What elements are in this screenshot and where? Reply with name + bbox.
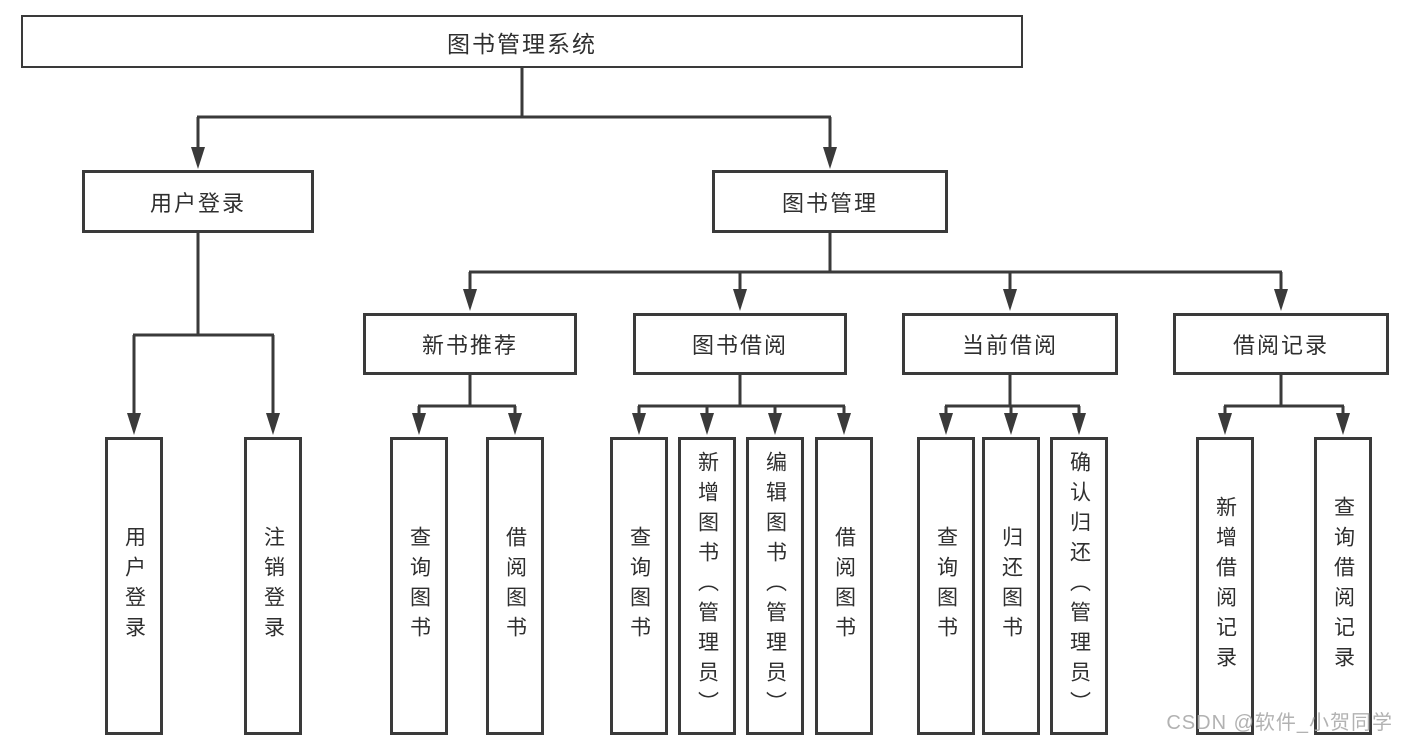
leaf-edit-books-admin: 编辑图书（管理员） bbox=[746, 437, 804, 735]
arrowhead bbox=[463, 289, 477, 311]
leaf-label: 编辑图书（管理员） bbox=[763, 451, 787, 721]
leaf-label: 借阅图书 bbox=[832, 526, 856, 646]
node-user-login: 用户登录 bbox=[82, 170, 314, 233]
leaf-add-books-admin: 新增图书（管理员） bbox=[678, 437, 736, 735]
arrowhead bbox=[1003, 289, 1017, 311]
leaf-label: 用户登录 bbox=[122, 526, 146, 646]
node-new-book-recommend: 新书推荐 bbox=[363, 313, 577, 375]
arrowhead bbox=[939, 413, 953, 435]
node-borrowing-records: 借阅记录 bbox=[1173, 313, 1389, 375]
leaf-query-books-recommend: 查询图书 bbox=[390, 437, 448, 735]
arrowhead bbox=[1336, 413, 1350, 435]
leaf-return-books: 归还图书 bbox=[982, 437, 1040, 735]
arrowhead bbox=[632, 413, 646, 435]
leaf-label: 借阅图书 bbox=[503, 526, 527, 646]
arrowhead bbox=[191, 147, 205, 169]
leaf-query-borrow-record: 查询借阅记录 bbox=[1314, 437, 1372, 735]
arrowhead bbox=[768, 413, 782, 435]
leaf-label: 确认归还（管理员） bbox=[1067, 451, 1091, 721]
arrowhead bbox=[1004, 413, 1018, 435]
leaf-query-books-current: 查询图书 bbox=[917, 437, 975, 735]
leaf-user-login: 用户登录 bbox=[105, 437, 163, 735]
arrowhead bbox=[733, 289, 747, 311]
leaf-add-borrow-record: 新增借阅记录 bbox=[1196, 437, 1254, 735]
arrowhead bbox=[266, 413, 280, 435]
arrowhead bbox=[508, 413, 522, 435]
arrowhead bbox=[823, 147, 837, 169]
arrowhead bbox=[1218, 413, 1232, 435]
leaf-label: 新增借阅记录 bbox=[1213, 496, 1237, 676]
csdn-watermark: CSDN @软件_小贺同学 bbox=[1166, 712, 1393, 734]
node-book-management: 图书管理 bbox=[712, 170, 948, 233]
arrowhead bbox=[1274, 289, 1288, 311]
arrowhead bbox=[127, 413, 141, 435]
arrowhead bbox=[1072, 413, 1086, 435]
leaf-label: 注销登录 bbox=[261, 526, 285, 646]
leaf-confirm-return-admin: 确认归还（管理员） bbox=[1050, 437, 1108, 735]
leaf-borrow-books: 借阅图书 bbox=[815, 437, 873, 735]
leaf-label: 查询图书 bbox=[627, 526, 651, 646]
leaf-label: 归还图书 bbox=[999, 526, 1023, 646]
leaf-label: 新增图书（管理员） bbox=[695, 451, 719, 721]
leaf-label: 查询图书 bbox=[934, 526, 958, 646]
node-root: 图书管理系统 bbox=[21, 15, 1023, 68]
arrowhead bbox=[700, 413, 714, 435]
leaf-label: 查询借阅记录 bbox=[1331, 496, 1355, 676]
arrowhead bbox=[412, 413, 426, 435]
node-current-borrowing: 当前借阅 bbox=[902, 313, 1118, 375]
node-book-borrowing: 图书借阅 bbox=[633, 313, 847, 375]
arrowhead bbox=[837, 413, 851, 435]
leaf-label: 查询图书 bbox=[407, 526, 431, 646]
leaf-query-books-borrowing: 查询图书 bbox=[610, 437, 668, 735]
leaf-logout: 注销登录 bbox=[244, 437, 302, 735]
leaf-borrow-books-recommend: 借阅图书 bbox=[486, 437, 544, 735]
